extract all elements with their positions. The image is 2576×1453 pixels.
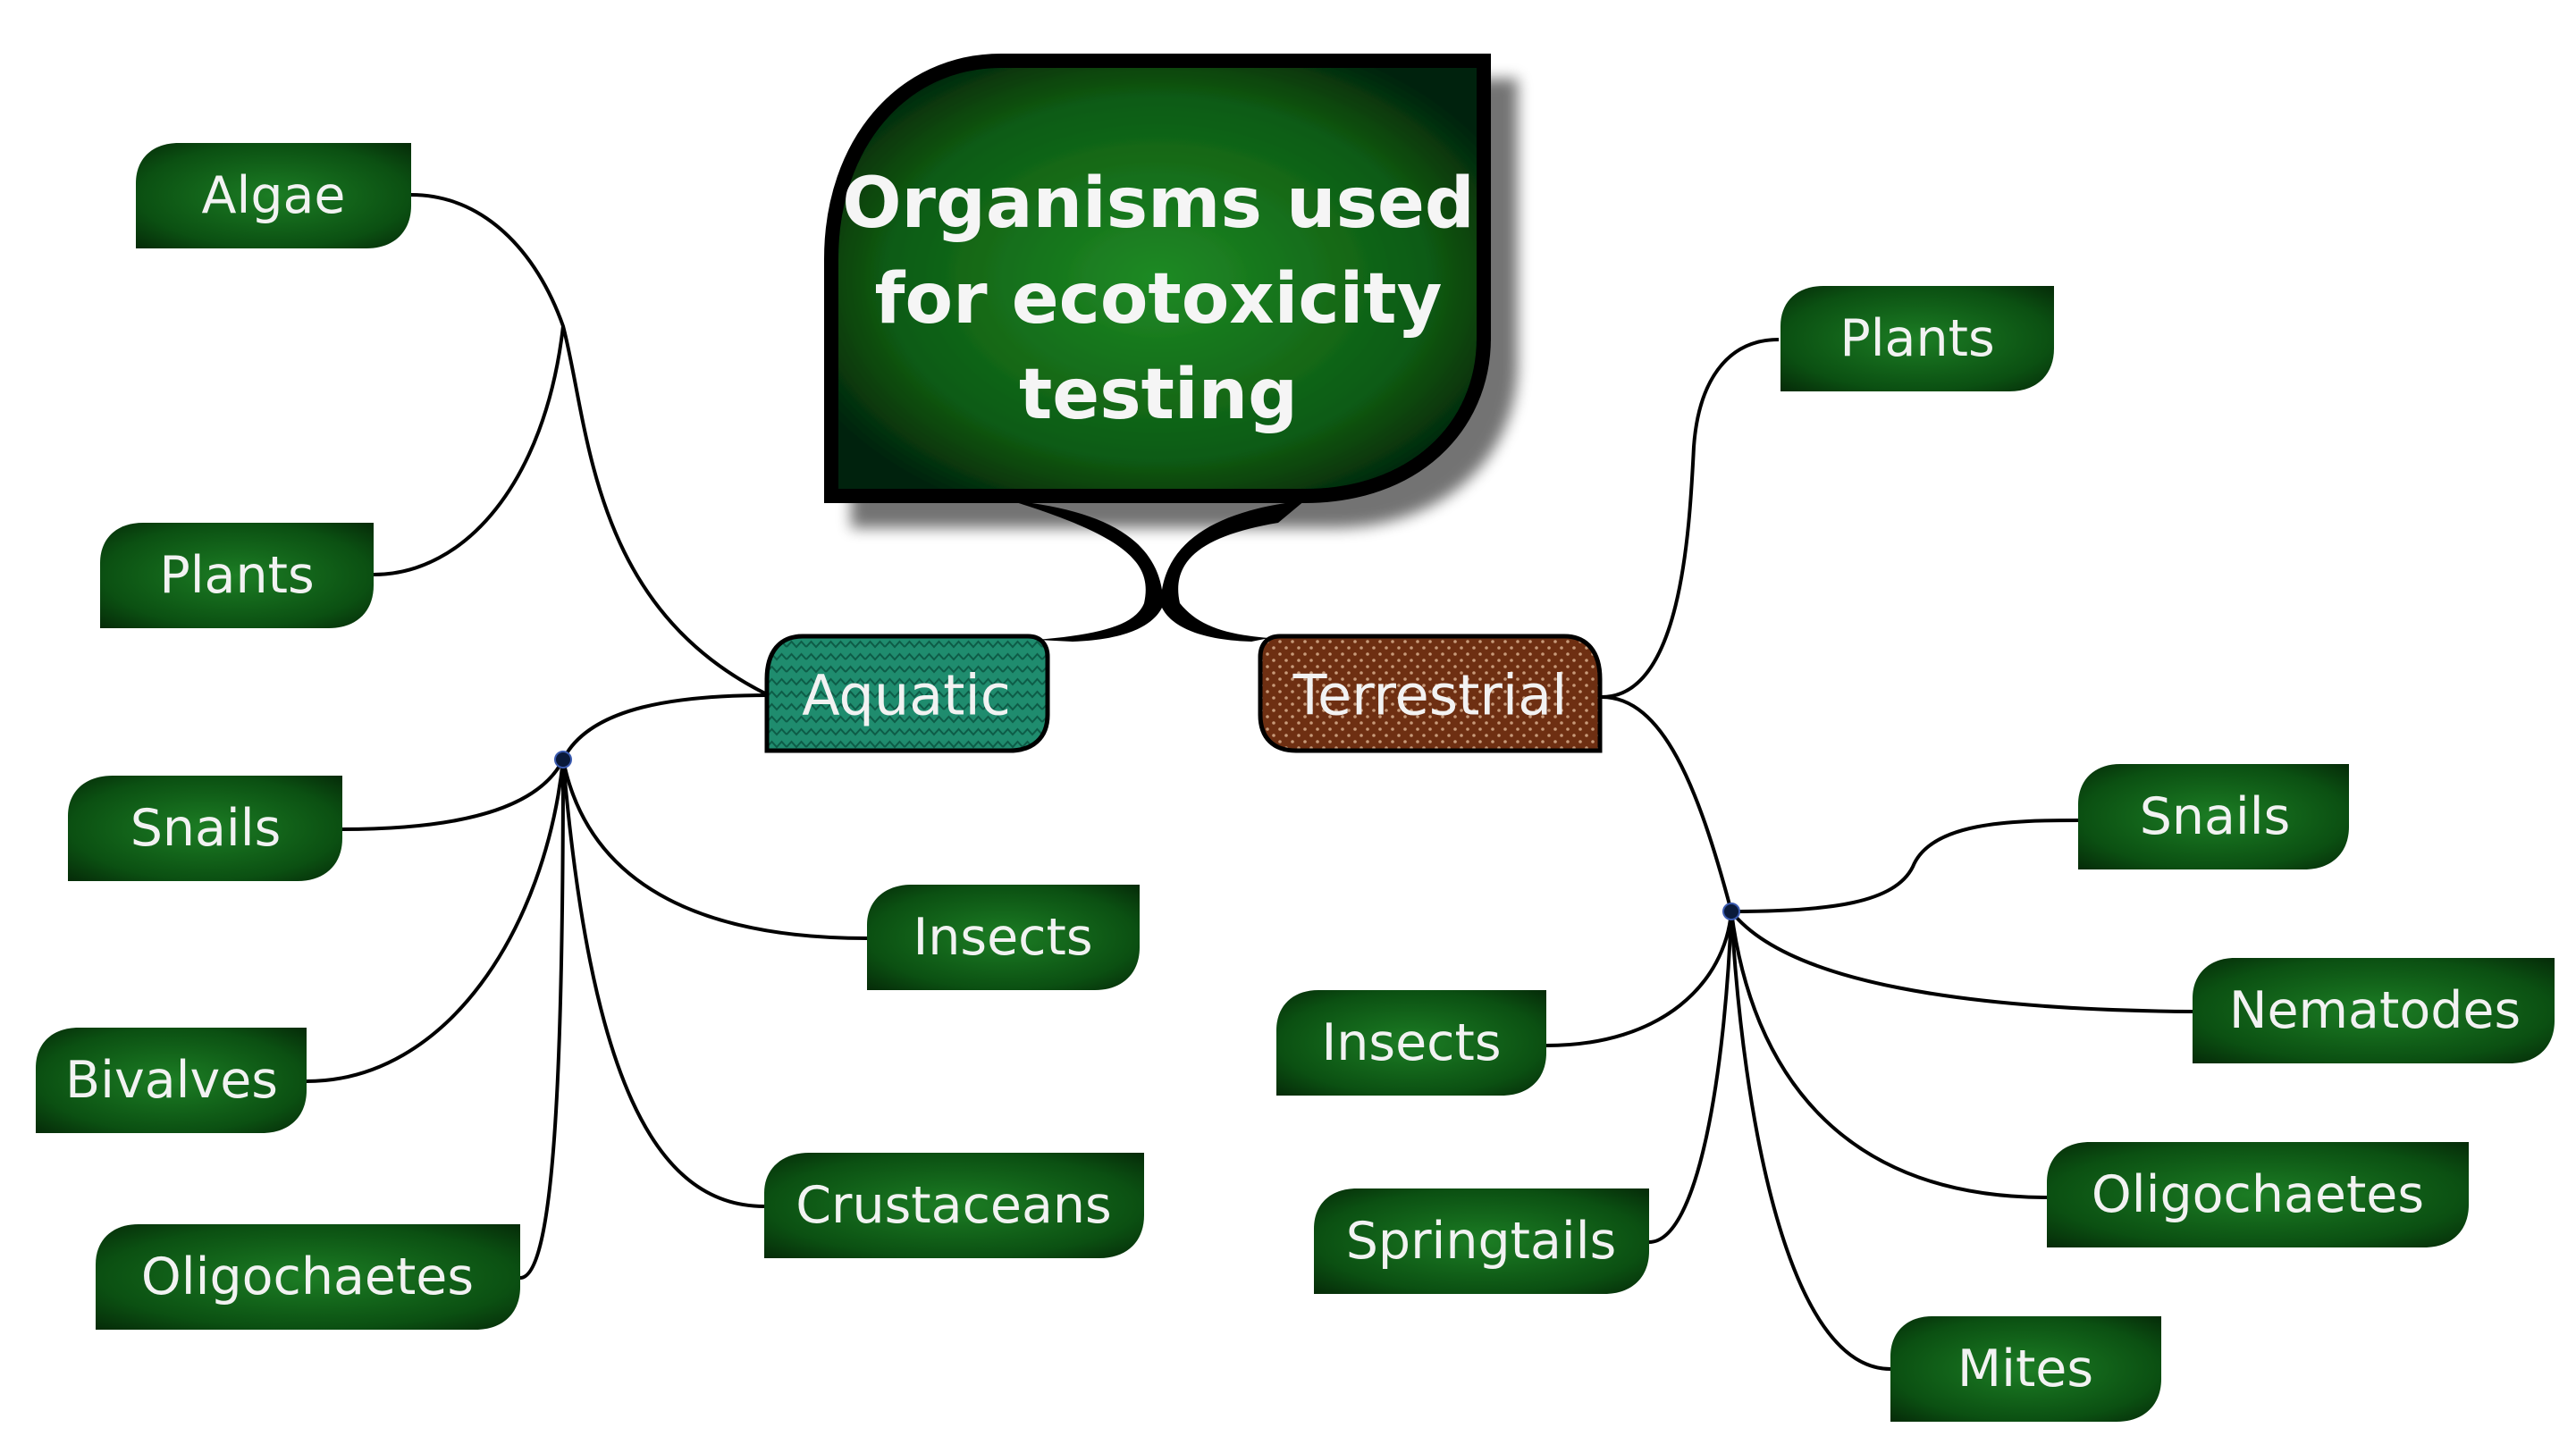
- aquatic-leaves: Algae Plants Snails Bivalves Oligochaete…: [36, 143, 1144, 1330]
- link-aquatic-snails: [341, 759, 565, 831]
- leaf-label: Plants: [159, 546, 314, 605]
- link-terrestrial-nematodes: [1730, 910, 2193, 1013]
- leaf-label: Mites: [1957, 1340, 2093, 1398]
- title-node: Organisms used for ecotoxicity testing: [824, 54, 1491, 503]
- terrestrial-shape: [1258, 634, 1603, 753]
- leaf-label: Insects: [1321, 1013, 1501, 1072]
- leaf-aquatic-snails: Snails: [68, 776, 342, 881]
- terrestrial-hub-node: [1722, 903, 1740, 920]
- link-terrestrial-springtails: [1648, 911, 1733, 1244]
- aquatic-label: Aquatic: [802, 663, 1011, 728]
- title-line-1: Organisms used: [842, 164, 1474, 244]
- title-stem-shape: [1010, 500, 1305, 642]
- link-aquatic-bivalves: [306, 759, 565, 1083]
- terrestrial-label: Terrestrial: [1292, 663, 1568, 728]
- link-aquatic-oligochaetes: [519, 759, 565, 1280]
- connectors: [306, 193, 2193, 1371]
- link-terrestrial-insects: [1545, 911, 1733, 1047]
- leaf-aquatic-crustaceans: Crustaceans: [764, 1153, 1144, 1258]
- title-line-3: testing: [1019, 355, 1298, 435]
- link-algae: [410, 193, 770, 697]
- leaf-label: Snails: [2140, 787, 2291, 846]
- leaf-terrestrial-plants: Plants: [1780, 286, 2054, 391]
- link-terrestrial-snails: [1730, 819, 2079, 913]
- leaf-label: Nematodes: [2229, 981, 2521, 1040]
- leaf-aquatic-plants: Plants: [100, 523, 374, 628]
- leaf-terrestrial-springtails: Springtails: [1314, 1188, 1649, 1294]
- leaf-label: Oligochaetes: [2092, 1165, 2424, 1224]
- link-terrestrial-oligochaetes: [1730, 911, 2048, 1199]
- category-aquatic: Aquatic: [764, 634, 1050, 753]
- link-aquatic-insects: [561, 759, 868, 940]
- link-aquatic-crustaceans: [561, 759, 765, 1208]
- link-aquatic-hub: [561, 693, 770, 760]
- link-terrestrial-mites: [1730, 911, 1891, 1371]
- leaf-terrestrial-insects: Insects: [1276, 990, 1546, 1096]
- leaf-label: Crustaceans: [796, 1176, 1112, 1235]
- leaf-label: Algae: [201, 166, 345, 225]
- terrestrial-leaves: Plants Snails Nematodes Insects Springta…: [1276, 286, 2555, 1422]
- link-terrestrial-hub: [1601, 695, 1733, 912]
- leaf-label: Insects: [913, 908, 1092, 967]
- leaf-label: Plants: [1839, 309, 1994, 368]
- title-shape: [824, 54, 1491, 503]
- leaf-terrestrial-snails: Snails: [2078, 764, 2349, 869]
- category-terrestrial: Terrestrial: [1258, 634, 1603, 753]
- title-line-2: for ecotoxicity: [875, 259, 1443, 340]
- leaf-terrestrial-oligochaetes: Oligochaetes: [2047, 1142, 2469, 1247]
- leaf-aquatic-insects: Insects: [867, 885, 1140, 990]
- leaf-terrestrial-nematodes: Nematodes: [2193, 958, 2555, 1063]
- leaf-terrestrial-mites: Mites: [1890, 1316, 2161, 1422]
- leaf-aquatic-algae: Algae: [136, 143, 411, 248]
- link-aquatic-plants: [373, 325, 565, 576]
- leaf-label: Oligochaetes: [141, 1247, 474, 1306]
- aquatic-shape: [764, 634, 1050, 753]
- leaf-label: Springtails: [1346, 1212, 1617, 1271]
- leaf-label: Bivalves: [65, 1051, 278, 1110]
- leaf-aquatic-oligochaetes: Oligochaetes: [96, 1224, 520, 1330]
- leaf-aquatic-bivalves: Bivalves: [36, 1028, 307, 1133]
- aquatic-hub-node: [554, 751, 572, 768]
- leaf-label: Snails: [130, 799, 282, 858]
- link-terrestrial-plants: [1601, 338, 1780, 699]
